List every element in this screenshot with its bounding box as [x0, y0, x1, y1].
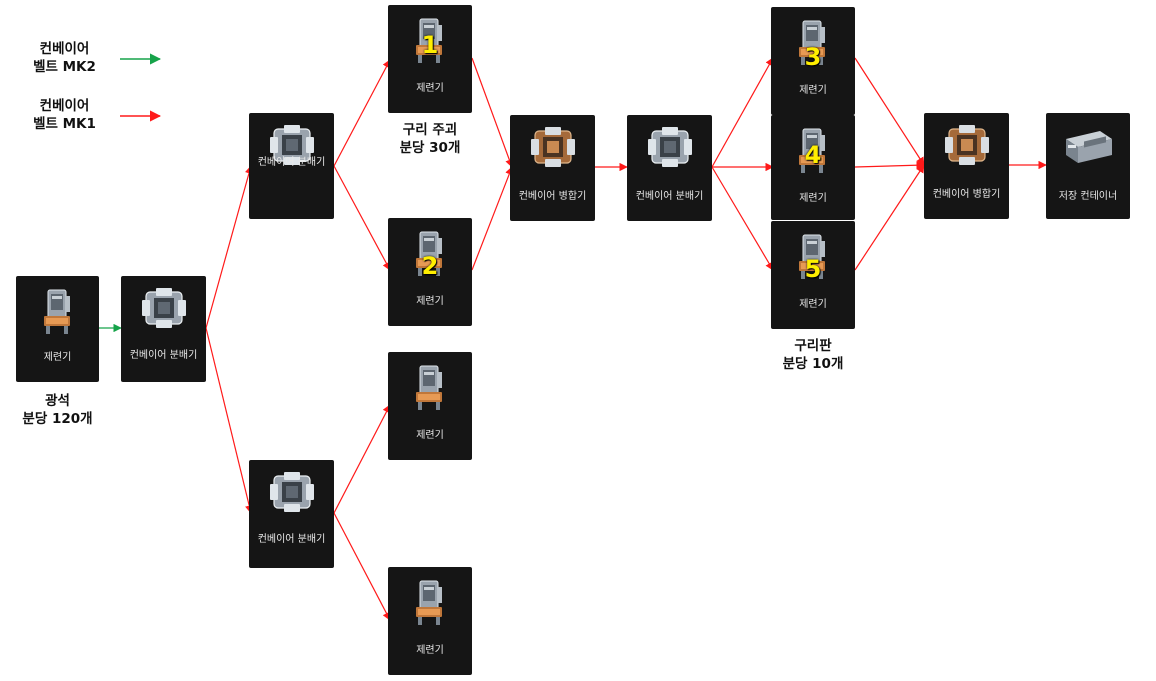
- refiner-3-node: 3 제련기: [771, 7, 855, 115]
- merger-icon: [924, 123, 1009, 175]
- node-label: 컨베이어 병합기: [518, 191, 587, 202]
- node-label: 제련기: [799, 299, 827, 310]
- node-label: 제련기: [43, 352, 72, 363]
- edge-refiner-1-to-merger-1: [471, 57, 514, 168]
- edge-refiner-2-to-merger-1: [471, 166, 514, 271]
- storage-container-icon: [1046, 123, 1130, 175]
- refiner-icon: [771, 231, 855, 283]
- refiner-icon: [388, 577, 472, 629]
- caption-ore: 광석 분당 120개: [22, 393, 93, 427]
- node-label: 컨베이어 분배기: [635, 191, 704, 202]
- merger-2-node: 컨베이어 병합기: [924, 113, 1009, 219]
- edge-splitter-mid-to-refiner-5: [711, 166, 774, 271]
- splitter-icon: [249, 470, 334, 522]
- refiner-1-node: 1 제련기: [388, 5, 472, 113]
- legend-mk1-label: 컨베이어 벨트 MK1: [33, 98, 96, 132]
- refiner-number: 4: [804, 141, 822, 169]
- refiner-2-node: 2 제련기: [388, 218, 472, 326]
- splitter-lower-node: 컨베이어 분배기: [249, 460, 334, 568]
- edge-splitter-main-to-splitter-upper: [205, 165, 254, 329]
- splitter-main-node: 컨베이어 분배기: [121, 276, 206, 382]
- node-label: 제련기: [416, 645, 444, 656]
- refiner-icon: [388, 362, 472, 414]
- caption-copper-plate: 구리판 분당 10개: [782, 338, 844, 372]
- edge-splitter-lower-to-refiner-lower-b: [333, 512, 391, 621]
- edges-layer: [99, 57, 1047, 621]
- edge-splitter-upper-to-refiner-1: [333, 59, 391, 167]
- refiner-icon: [16, 286, 99, 338]
- refiner-icon: [771, 125, 855, 177]
- edge-refiner-3-to-merger-2: [854, 57, 925, 166]
- refiner-lower-a-node: 제련기: [388, 352, 472, 460]
- legend-mk2-label: 컨베이어 벨트 MK2: [33, 41, 96, 75]
- refiner-number: 3: [804, 43, 822, 71]
- caption-copper-ore: 구리 주괴 분당 30개: [399, 122, 461, 156]
- node-label: 컨베이어 병합기: [932, 189, 1001, 200]
- node-label: 컨베이어 분배기: [257, 157, 326, 168]
- splitter-icon: [627, 125, 712, 177]
- refiner-number: 5: [804, 255, 822, 283]
- splitter-mid-node: 컨베이어 분배기: [627, 115, 712, 221]
- edge-splitter-main-to-splitter-lower: [205, 327, 254, 514]
- node-label: 제련기: [416, 83, 444, 94]
- splitter-upper-node: 컨베이어 분배기: [249, 113, 334, 219]
- refiner-icon: [771, 17, 855, 69]
- edge-refiner-5-to-merger-2: [854, 164, 925, 271]
- refiner-5-node: 5 제련기: [771, 221, 855, 329]
- refiner-number: 1: [421, 31, 439, 59]
- refiner-icon: [388, 228, 472, 280]
- node-label: 컨베이어 분배기: [257, 534, 326, 545]
- merger-icon: [510, 125, 595, 177]
- node-label: 저장 컨테이너: [1058, 191, 1118, 202]
- node-label: 컨베이어 분배기: [129, 350, 198, 361]
- refiner-4-node: 4 제련기: [771, 115, 855, 220]
- refiner-lower-b-node: 제련기: [388, 567, 472, 675]
- refiner-icon: [388, 15, 472, 67]
- edge-refiner-4-to-merger-2: [854, 161, 925, 170]
- splitter-icon: [121, 286, 206, 338]
- edge-splitter-mid-to-refiner-3: [711, 57, 774, 168]
- node-label: 제련기: [416, 430, 444, 441]
- edge-splitter-upper-to-refiner-2: [333, 165, 391, 271]
- edge-splitter-lower-to-refiner-lower-a: [333, 404, 391, 514]
- refiner-source-node: 제련기: [16, 276, 99, 382]
- node-label: 제련기: [416, 296, 444, 307]
- node-label: 제련기: [799, 193, 827, 204]
- merger-1-node: 컨베이어 병합기: [510, 115, 595, 221]
- node-label: 제련기: [799, 85, 827, 96]
- refiner-number: 2: [421, 252, 439, 280]
- splitter-icon: [249, 123, 334, 175]
- storage-node: 저장 컨테이너: [1046, 113, 1130, 219]
